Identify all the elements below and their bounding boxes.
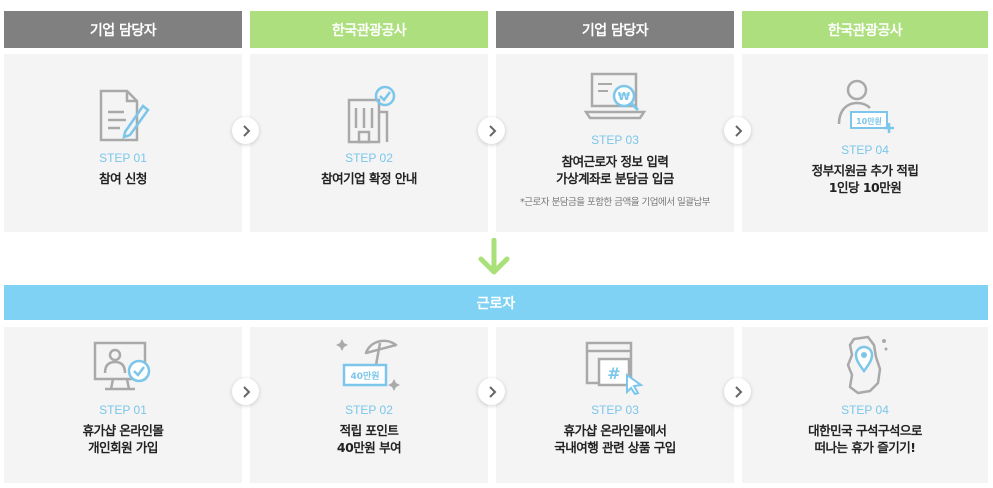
building-check-icon <box>347 85 396 144</box>
step-description-line1: 대한민국 구석구석으로 <box>808 423 922 438</box>
step-note: *근로자 분담금을 포함한 금액을 기업에서 일괄납부 <box>520 197 710 208</box>
step-description-line1: 휴가샵 온라인몰에서 <box>563 423 667 438</box>
step-description: 참여기업 확정 안내 <box>321 171 417 186</box>
top-step-2-card: STEP 02 참여기업 확정 안내 <box>250 54 488 232</box>
step-description-line1: 적립 포인트 <box>339 423 399 438</box>
bottom-step-2-card: 40만원 STEP 02 적립 포인트 40만원 부여 <box>250 327 488 483</box>
step-description-line1: 정부지원금 추가 적립 <box>811 163 919 178</box>
bottom-step-1-card: STEP 01 휴가샵 온라인몰 개인회원 가입 <box>4 327 242 483</box>
step-description: 참여 신청 <box>99 171 147 186</box>
document-pen-icon <box>99 89 150 142</box>
laptop-won-icon: ₩ <box>583 72 647 120</box>
step-label: STEP 01 <box>99 151 147 165</box>
step-label: STEP 03 <box>591 133 639 147</box>
top-step-4-card: 10만원 STEP 04 정부지원금 추가 적립 1인당 10만원 <box>742 54 988 232</box>
svg-text:₩: ₩ <box>618 90 630 103</box>
step-description-line2: 국내여행 관련 상품 구입 <box>554 440 676 455</box>
step-label: STEP 03 <box>591 403 639 417</box>
header-kto-1: 한국관광공사 <box>250 11 488 48</box>
header-kto-2: 한국관광공사 <box>742 11 988 48</box>
step-description-line2: 개인회원 가입 <box>88 440 158 455</box>
step-label: STEP 04 <box>841 143 889 157</box>
step-description-line1: 참여근로자 정보 입력 <box>561 154 669 169</box>
person-money-icon: 10만원 <box>837 79 894 133</box>
korea-map-pin-icon <box>846 335 888 395</box>
chevron-right-icon <box>478 378 505 405</box>
step-label: STEP 01 <box>99 403 147 417</box>
chevron-right-icon <box>232 117 259 144</box>
top-step-1-card: STEP 01 참여 신청 <box>4 54 242 232</box>
chevron-right-icon <box>478 117 505 144</box>
step-description-line2: 가상계좌로 분담금 입금 <box>556 171 674 186</box>
shop-bag-cursor-icon: # <box>585 341 644 395</box>
chevron-right-icon <box>724 117 751 144</box>
step-description-line1: 휴가샵 온라인몰 <box>82 423 164 438</box>
step-label: STEP 02 <box>345 151 393 165</box>
chevron-right-icon <box>724 378 751 405</box>
badge-text: 10만원 <box>856 116 882 126</box>
top-step-3-card: ₩ STEP 03 참여근로자 정보 입력 가상계좌로 분담금 입금 *근로자 … <box>496 54 734 232</box>
beach-points-icon: 40만원 <box>336 339 400 391</box>
bottom-step-3-card: # STEP 03 휴가샵 온라인몰에서 국내여행 관련 상품 구입 <box>496 327 734 483</box>
monitor-user-check-icon <box>93 341 151 391</box>
arrow-down-icon <box>478 238 510 275</box>
worker-band: 근로자 <box>4 285 988 320</box>
svg-text:#: # <box>607 364 620 383</box>
step-label: STEP 02 <box>345 403 393 417</box>
header-company-1: 기업 담당자 <box>4 11 242 48</box>
bottom-step-4-card: STEP 04 대한민국 구석구석으로 떠나는 휴가 즐기기! <box>742 327 988 483</box>
step-description-line2: 40만원 부여 <box>336 440 402 455</box>
header-company-2: 기업 담당자 <box>496 11 734 48</box>
step-label: STEP 04 <box>841 403 889 417</box>
chevron-right-icon <box>232 378 259 405</box>
step-description-line2: 떠나는 휴가 즐기기! <box>814 440 916 455</box>
step-description-line2: 1인당 10만원 <box>828 180 902 195</box>
badge-text: 40만원 <box>350 370 379 382</box>
